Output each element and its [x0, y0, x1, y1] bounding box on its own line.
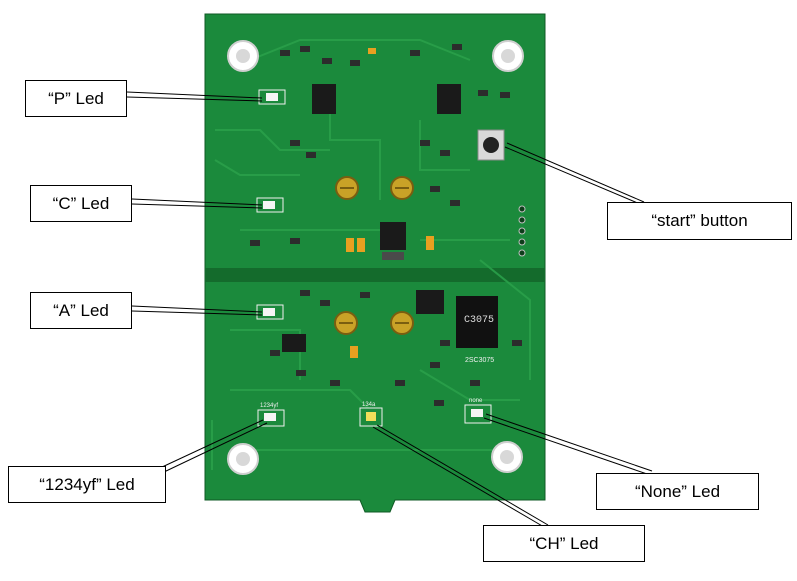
chip-marking-c3075: C3075 — [464, 315, 494, 326]
led-5-silkscreen: 134a — [362, 402, 376, 408]
ch-led-label: “CH” Led — [529, 533, 599, 553]
transistor-c3075 — [456, 296, 498, 348]
header-pins — [518, 205, 526, 257]
smd-components — [250, 44, 522, 406]
leader-lines — [126, 91, 653, 528]
p-led-label: “P” Led — [48, 88, 104, 108]
yf-led-label: “1234yf” Led — [39, 474, 135, 494]
pcb-traces — [211, 39, 531, 470]
chip-label-2sc3075: 2SC3075 — [465, 357, 494, 364]
capacitors — [346, 48, 434, 358]
mounting-holes — [227, 40, 524, 475]
ch-led-callout: “CH” Led — [483, 525, 645, 562]
c-led-label: “C” Led — [52, 193, 110, 213]
c-led-callout: “C” Led — [30, 185, 132, 222]
p-led-callout: “P” Led — [25, 80, 127, 117]
pcb-ground-band — [205, 268, 545, 282]
start-button-label: “start” button — [651, 211, 748, 230]
led-x-silkscreen: 1234yf — [260, 403, 278, 409]
none-led-label: “None” Led — [634, 481, 721, 501]
start-button-callout: “start” button — [607, 202, 792, 240]
none-led-callout: “None” Led — [596, 473, 759, 510]
led-parts — [256, 89, 492, 427]
start-button-part — [477, 129, 505, 161]
ic-chips — [282, 84, 461, 352]
a-led-callout: “A” Led — [30, 292, 132, 329]
a-led-label: “A” Led — [53, 300, 109, 320]
pcb-board — [204, 13, 546, 513]
led-4-silkscreen: none — [469, 398, 483, 404]
yf-led-callout: “1234yf” Led — [8, 466, 166, 503]
gold-screws — [334, 176, 414, 335]
